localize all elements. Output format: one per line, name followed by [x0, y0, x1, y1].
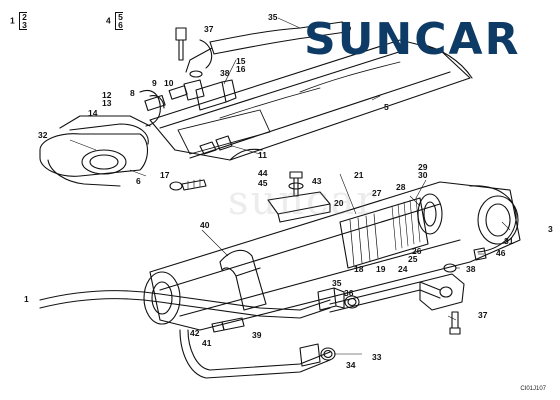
callout-9: 9: [152, 78, 157, 88]
legend-group-2: 4 5 6: [106, 12, 123, 30]
piston-seal-stack: [339, 193, 443, 269]
callout-6: 6: [136, 176, 141, 186]
callout-34: 34: [346, 360, 356, 370]
flange-lower: [299, 343, 336, 367]
callout-10: 10: [164, 78, 174, 88]
callout-5: 5: [384, 102, 389, 112]
bolts-39-42: [211, 317, 245, 333]
brand-name: SUNCAR: [304, 14, 520, 64]
legend-group-1: 1 2 3: [10, 12, 27, 30]
legend-item: 5: [118, 12, 123, 22]
callout-20: 20: [334, 198, 344, 208]
callout-45: 45: [258, 178, 268, 188]
callout-26: 26: [412, 246, 422, 256]
guard-block-20: [267, 191, 331, 223]
callout-24: 24: [398, 264, 408, 274]
legend-bracket: 2 3: [19, 12, 27, 30]
callout-11: 11: [258, 150, 267, 160]
bolt-17: [169, 178, 207, 191]
watermark: suncar: [228, 178, 378, 224]
callout-12: 12: [102, 90, 112, 100]
upper-pipe: [185, 21, 351, 73]
legend-item: 6: [118, 20, 123, 30]
callout-36: 36: [344, 288, 354, 298]
lower-pipe-33: [39, 281, 441, 379]
flange-35: [317, 287, 360, 311]
brand-logo: SUNCAR: [304, 14, 520, 64]
bracket-40: [219, 249, 267, 311]
drawing-code: CI01J107: [520, 386, 546, 392]
callout-17: 17: [160, 170, 170, 180]
callout-25: 25: [408, 254, 418, 264]
callout-43: 43: [312, 176, 322, 186]
callout-46: 46: [496, 248, 506, 258]
callout-37: 37: [204, 24, 214, 34]
callout-15: 15: [236, 56, 246, 66]
callout-38: 38: [220, 68, 230, 78]
bolt-44: [288, 171, 304, 197]
callout-labels: 35 37 38 15 16 5 9 8 10 12 13 14 32 6 11…: [24, 12, 553, 370]
legend-item: 3: [22, 20, 27, 30]
right-flange-block: [419, 273, 465, 335]
callout-31: 31: [504, 236, 514, 246]
upper-cylinder-tube: [149, 39, 473, 161]
port-block: [195, 79, 237, 111]
callout-16: 16: [236, 64, 246, 74]
callout-39: 39: [252, 330, 262, 340]
legend-bracket: 5 6: [115, 12, 123, 30]
callout-37-lower: 37: [478, 310, 488, 320]
callout-40: 40: [200, 220, 210, 230]
rod-end-clevis: [39, 115, 151, 187]
callout-19: 19: [376, 264, 386, 274]
callout-35-lower: 35: [332, 278, 342, 288]
callout-44: 44: [258, 168, 268, 178]
callout-29: 29: [418, 162, 428, 172]
callout-30: 30: [418, 170, 428, 180]
callout-27: 27: [372, 188, 382, 198]
callout-13: 13: [102, 98, 112, 108]
legend-key: 4: [106, 15, 111, 26]
callout-42: 42: [190, 328, 200, 338]
callout-1: 1: [24, 294, 29, 304]
callout-8: 8: [130, 88, 135, 98]
callout-3: 3: [548, 224, 553, 234]
upper-bolt-37: [175, 27, 213, 78]
legend-key: 1: [10, 15, 15, 26]
callout-33: 33: [372, 352, 382, 362]
callout-32: 32: [38, 130, 48, 140]
callout-41: 41: [202, 338, 212, 348]
callout-28: 28: [396, 182, 406, 192]
callout-18: 18: [354, 264, 364, 274]
callout-14: 14: [88, 108, 98, 118]
callout-35: 35: [268, 12, 278, 22]
leader-lines: [69, 17, 511, 355]
callout-38-lower: 38: [466, 264, 476, 274]
legend-item: 2: [22, 12, 27, 22]
callout-21: 21: [354, 170, 364, 180]
